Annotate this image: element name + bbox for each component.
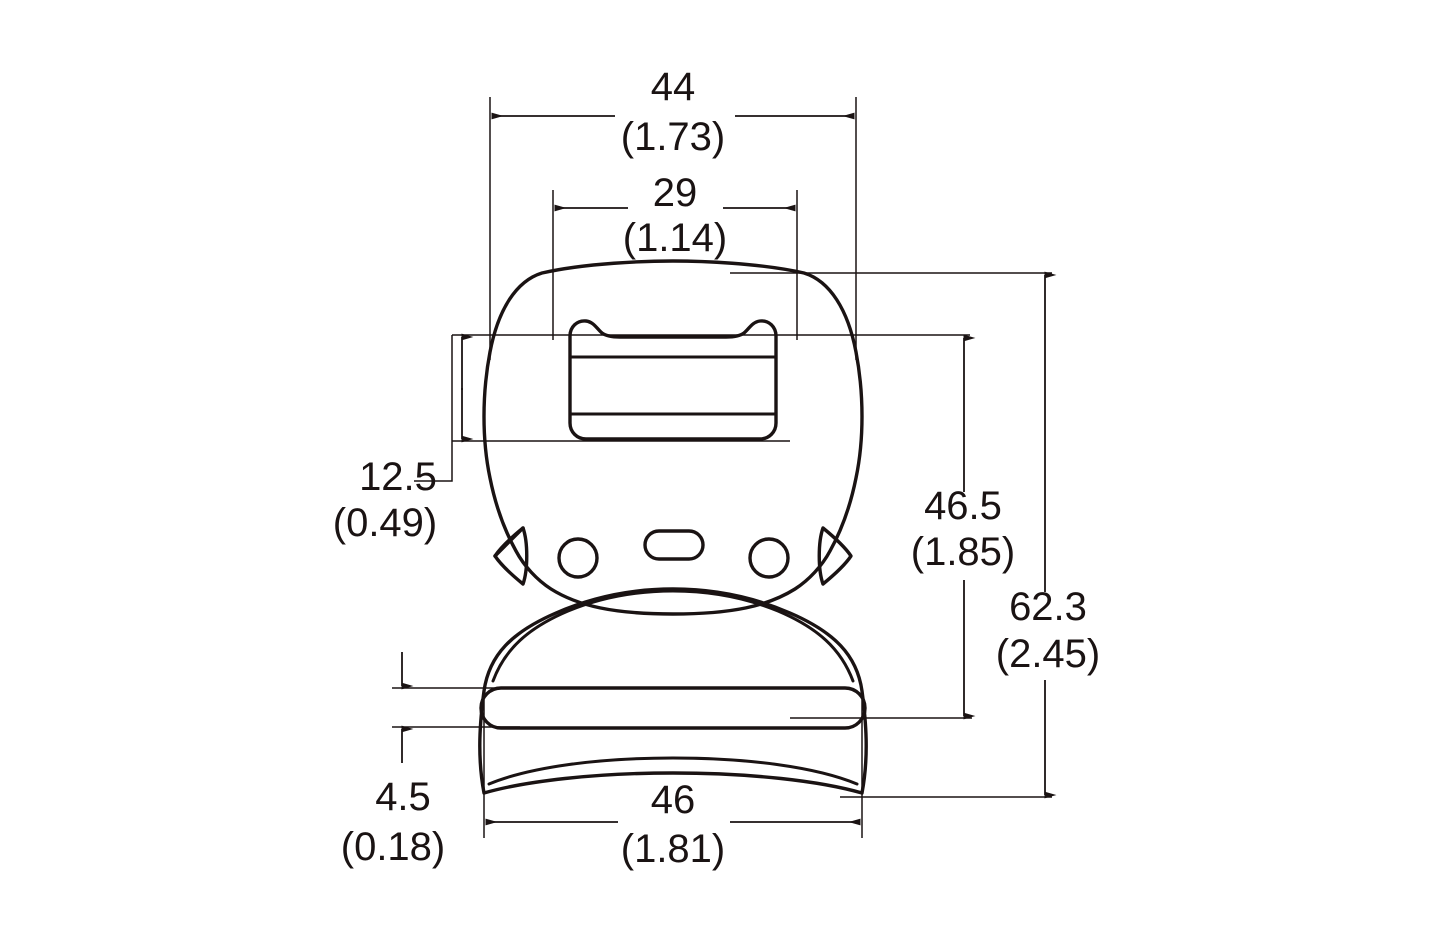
lower-strap-adjuster-body <box>478 587 868 795</box>
right-rivet-hole <box>748 537 790 579</box>
dim-12-5-imperial: (0.49) <box>333 501 438 545</box>
leader-125 <box>414 335 453 482</box>
lower-body-bottom-inner-contour <box>487 756 859 786</box>
dim-4-5-imperial: (0.18) <box>341 825 446 869</box>
dimension-lines <box>401 112 1057 826</box>
dim-46-metric: 46 <box>651 778 696 822</box>
dim-46-5-metric: 46.5 <box>924 484 1002 528</box>
dim-46-5-imperial: (1.85) <box>911 530 1016 574</box>
upper-buckle-body <box>482 259 864 616</box>
dimension-texts: 44 (1.73) 29 (1.14) 12.5 (0.49) 46.5 (1.… <box>333 65 1101 871</box>
lower-strap-slot <box>479 686 867 730</box>
dim-62-3-imperial: (2.45) <box>996 632 1101 676</box>
webbing-bar <box>568 319 778 441</box>
dim-44-imperial: (1.73) <box>621 115 726 159</box>
dim-12-5-metric: 12.5 <box>359 455 437 499</box>
lower-body-top-inner-contour <box>491 589 855 683</box>
part-geometry <box>478 259 868 795</box>
left-rivet-hole <box>557 537 599 579</box>
dim-4-5-metric: 4.5 <box>375 775 431 819</box>
dim-62-3-metric: 62.3 <box>1009 585 1087 629</box>
dim-46-imperial: (1.81) <box>621 827 726 871</box>
dim-29-metric: 29 <box>653 171 698 215</box>
dim-44-metric: 44 <box>651 65 696 109</box>
left-release-wing <box>493 526 529 586</box>
right-release-wing <box>817 526 853 586</box>
left-wing-tip <box>493 526 525 558</box>
extension-lines <box>392 97 1052 838</box>
center-slot <box>643 529 705 561</box>
dim-29-imperial: (1.14) <box>623 216 728 260</box>
